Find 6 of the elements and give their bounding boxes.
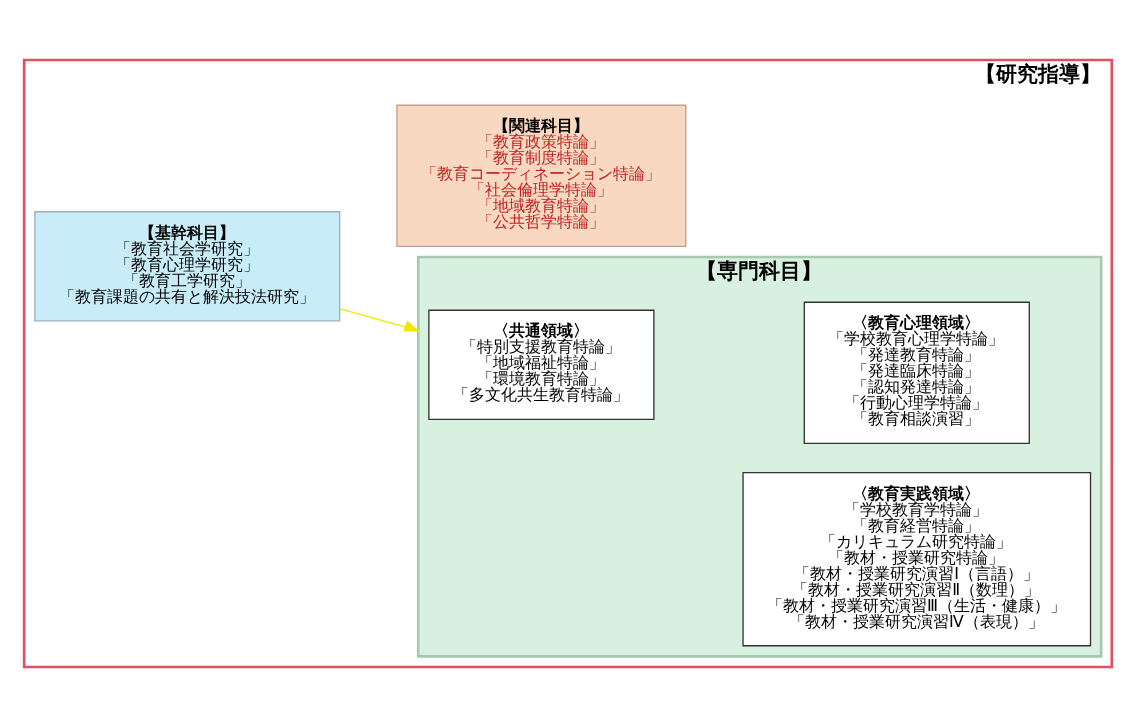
node-box: 【基幹科目】 「教育社会学研究」 「教育心理学研究」 「教育工学研究」 「教育課題の共有と解決技法研究」 xyxy=(34,210,341,322)
node-box: 〈教育実践領域〉 「学校教育学特論」 「教育経営特論」 「カリキュラム研究特論」 「教材・授業研究特論」 「教材・授業研究演習Ⅰ（言語）」 「教材・授業研究演習Ⅱ（数理）」 「教材・授業研究演習Ⅲ（生活・健康）」 「教材・授業研究演習Ⅳ（表現）」 xyxy=(742,471,1092,646)
node-box: 〈教育心理領域〉 「学校教育心理学特論」 「発達教育特論」 「発達臨床特論」 「認知発達特論」 「行動心理学特論」 「教育相談演習」 xyxy=(803,301,1030,444)
arrow xyxy=(339,307,421,332)
node-box: 〈共通領域〉 「特別支援教育特論」 「地域福祉特論」 「環境教育特論」 「多文化共生教育特論」 xyxy=(428,309,655,420)
node-box: 【関連科目】 「教育政策特論」 「教育制度特論」 「教育コーディネーション特論」 「社会倫理学特論」 「地域教育特論」 「公共哲学特論」 xyxy=(396,104,687,247)
